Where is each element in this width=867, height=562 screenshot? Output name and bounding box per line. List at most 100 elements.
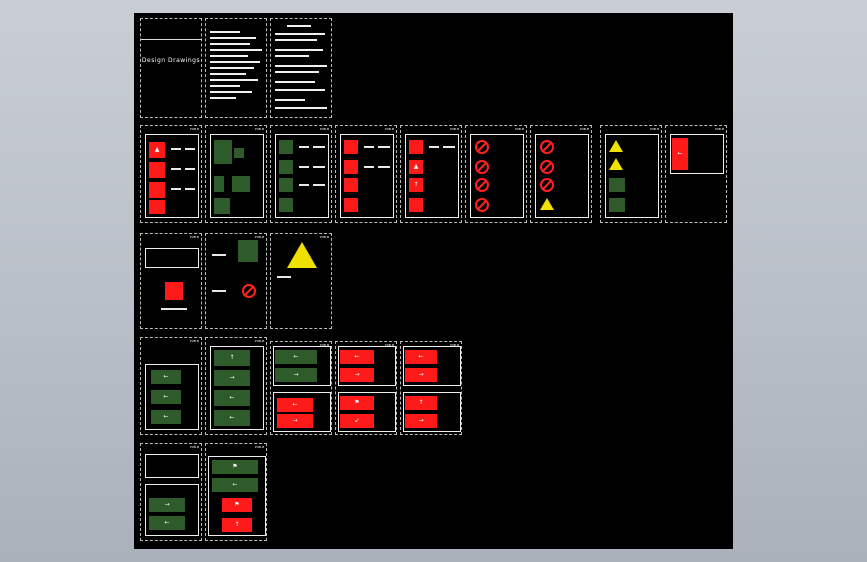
- exit-layout-5[interactable]: PUB.B ← → ↑ →: [400, 341, 462, 435]
- exit-sign-green: →: [275, 368, 317, 382]
- left-arrow-icon: ←: [163, 393, 169, 400]
- table-frame: [403, 392, 461, 432]
- index-sheet-2[interactable]: [270, 18, 332, 118]
- red-sign-swatch: [344, 160, 358, 174]
- red-sign-swatch: [344, 198, 358, 212]
- index-text-line: [210, 49, 262, 51]
- exit-sign-green: →: [149, 498, 185, 512]
- sheet-mark: PUB.B: [254, 445, 264, 449]
- index-text-line: [210, 61, 260, 63]
- warning-table-1[interactable]: PUB.B: [600, 125, 662, 223]
- table-frame: [210, 346, 264, 430]
- sign-table-green-2[interactable]: PUB.B: [270, 125, 332, 223]
- sheet-mark: PUB.B: [514, 127, 524, 131]
- table-note: [313, 146, 325, 148]
- exit-sign-red: ↑: [222, 518, 252, 532]
- green-sign-swatch: [214, 198, 230, 214]
- table-frame: [210, 134, 264, 218]
- table-note: [378, 146, 390, 148]
- table-note: [364, 146, 374, 148]
- green-sign-swatch: [609, 178, 625, 192]
- exit-sign-green: ←: [151, 390, 181, 404]
- red-sign-swatch: [149, 200, 165, 214]
- table-note: [429, 146, 439, 148]
- table-note: [171, 188, 181, 190]
- table-note: [185, 148, 195, 150]
- left-arrow-icon: ←: [232, 481, 238, 488]
- sign-table-red-2[interactable]: PUB.B: [335, 125, 397, 223]
- exit-sign-red: →: [340, 368, 374, 382]
- table-frame: [405, 134, 459, 218]
- green-sign-swatch: [279, 160, 293, 174]
- double-arrow-icon: ←: [293, 353, 299, 360]
- sheet-mark: PUB.B: [384, 127, 394, 131]
- exit-layout-3[interactable]: PUB.B ← → ← →: [270, 341, 332, 435]
- exit-sign-green: ←: [275, 350, 317, 364]
- index-text-line: [287, 25, 311, 27]
- sheet-mark: PUB.B: [254, 235, 264, 239]
- exit-layout-1[interactable]: PUB.B ← ← ←: [140, 337, 202, 435]
- table-frame: [145, 484, 199, 536]
- red-sign-swatch: ▲: [149, 142, 165, 158]
- exit-sign-green: ←: [151, 370, 181, 384]
- sign-table-red-3[interactable]: PUB.B ▲ ↑: [400, 125, 462, 223]
- exit-sign-red: ⚑: [340, 396, 374, 410]
- exit-sign-green: ←: [214, 390, 250, 406]
- exit-layout-7[interactable]: PUB.B ⚑ ← ⚑ ↑: [205, 443, 267, 541]
- sheet-mark: PUB.B: [649, 127, 659, 131]
- spec-table: [145, 454, 199, 478]
- index-text-line: [210, 55, 248, 57]
- sign-table-red-1[interactable]: PUB.B ▲: [140, 125, 202, 223]
- sheet-mark: PUB.B: [254, 339, 264, 343]
- exit-layout-6[interactable]: PUB.B → ←: [140, 443, 202, 541]
- table-frame: [145, 364, 199, 430]
- detail-note: [277, 276, 291, 278]
- prohibition-table-1[interactable]: PUB.B: [465, 125, 527, 223]
- prohibition-icon: [540, 140, 554, 154]
- left-arrow-icon: ←: [418, 353, 424, 360]
- cover-sheet[interactable]: Design Drawings: [140, 18, 202, 118]
- exit-sign-red: →: [277, 414, 313, 428]
- index-text-line: [275, 39, 317, 41]
- detail-sheet-2[interactable]: PUB.B: [205, 233, 267, 329]
- table-frame: [275, 134, 329, 218]
- red-sign-swatch: ↑: [409, 178, 423, 192]
- left-arrow-icon: ←: [229, 414, 235, 421]
- index-text-line: [275, 33, 325, 35]
- sheet-mark: PUB.B: [579, 127, 589, 131]
- left-arrow-icon: ←: [354, 353, 360, 360]
- table-frame: [403, 346, 461, 386]
- green-sign-swatch: [279, 140, 293, 154]
- left-arrow-icon: ←: [292, 401, 298, 408]
- detail-sheet-3[interactable]: PUB.B: [270, 233, 332, 329]
- table-note: [364, 166, 374, 168]
- sheet-mark: PUB.B: [189, 235, 199, 239]
- exit-table-small[interactable]: PUB.B ←: [665, 125, 727, 223]
- exit-layout-4[interactable]: PUB.B ← → ⚑ ↙: [335, 341, 397, 435]
- index-text-line: [275, 89, 325, 91]
- detail-note: [161, 308, 187, 310]
- table-note: [299, 184, 309, 186]
- prohibition-table-2[interactable]: PUB.B: [530, 125, 592, 223]
- red-sign-swatch: [344, 140, 358, 154]
- table-note: [443, 146, 455, 148]
- exit-sign-green: ←: [149, 516, 185, 530]
- table-frame: [670, 134, 724, 174]
- red-sign-swatch: [149, 162, 165, 178]
- sheet-mark: PUB.B: [254, 127, 264, 131]
- drawing-canvas[interactable]: Design Drawings PUB.B ▲: [134, 13, 733, 549]
- green-sign-swatch: [238, 240, 258, 262]
- index-sheet-1[interactable]: [205, 18, 267, 118]
- exit-sign-green: ←: [214, 410, 250, 426]
- index-text-line: [275, 81, 315, 83]
- exit-layout-2[interactable]: PUB.B ↑ → ← ←: [205, 337, 267, 435]
- exit-sign-red: ⚑: [222, 498, 252, 512]
- green-sign-swatch: [279, 198, 293, 212]
- index-text-line: [210, 37, 256, 39]
- table-note: [171, 148, 181, 150]
- right-arrow-icon: →: [164, 501, 170, 508]
- green-sign-swatch: [279, 178, 293, 192]
- sheet-mark: PUB.B: [189, 339, 199, 343]
- sign-table-green-1[interactable]: PUB.B: [205, 125, 267, 223]
- detail-sheet-1[interactable]: PUB.B: [140, 233, 202, 329]
